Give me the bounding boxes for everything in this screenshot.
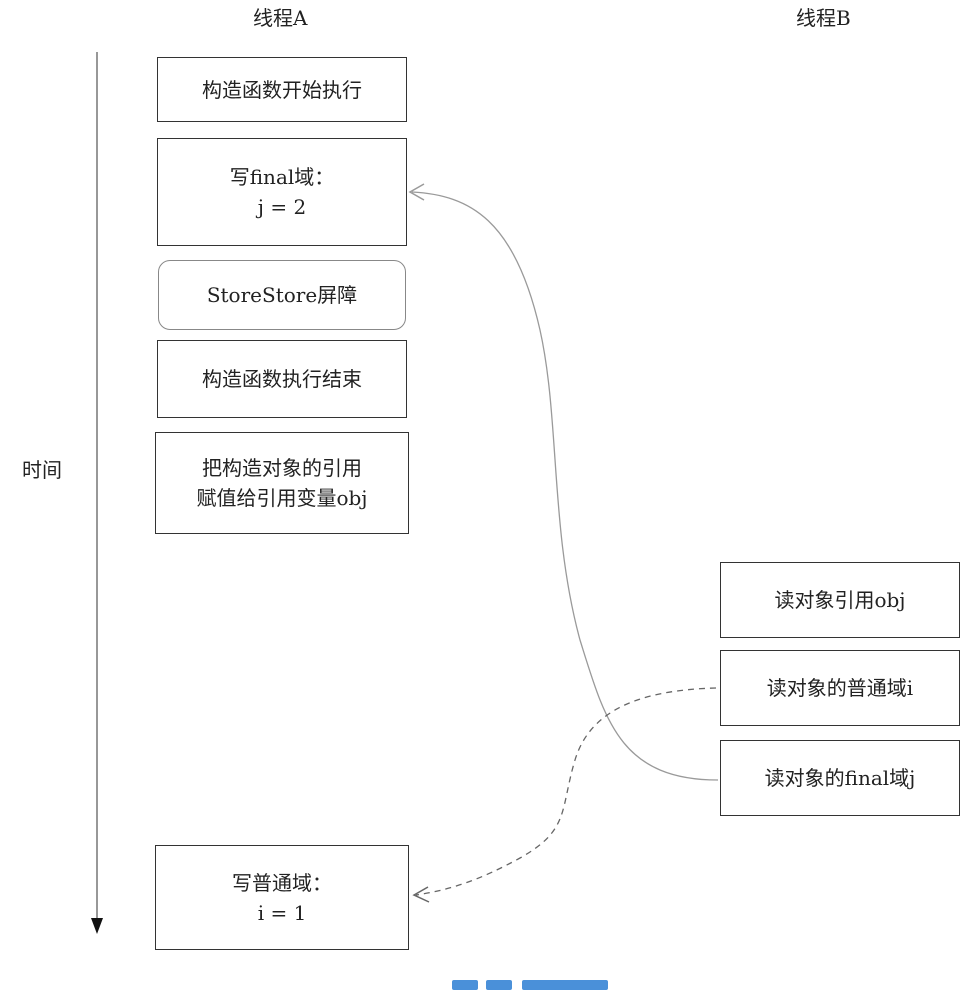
step-text: j = 2	[257, 195, 307, 219]
step-text: 写普通域：	[232, 870, 332, 895]
step-text: StoreStore屏障	[206, 283, 358, 307]
normal-field-read-arrow	[415, 687, 717, 896]
step-text: 写final域：	[229, 165, 335, 189]
thread-a-title: 线程A	[253, 6, 308, 30]
step-text: 读对象的final域j	[764, 766, 916, 790]
caption-mark	[452, 980, 478, 990]
caption-mark	[486, 980, 512, 990]
normal-field-arrowhead	[412, 886, 430, 903]
step-text: 构造函数执行结束	[202, 367, 362, 391]
step-read-normal-field: 读对象的普通域i	[720, 650, 960, 726]
final-field-arrowhead	[408, 183, 425, 201]
step-text: 读对象引用obj	[774, 588, 906, 612]
final-field-read-arrow	[411, 191, 719, 781]
step-assign-reference: 把构造对象的引用 赋值给引用变量obj	[155, 432, 409, 534]
step-write-final-field: 写final域： j = 2	[157, 138, 407, 246]
step-text: 把构造对象的引用	[202, 456, 362, 480]
step-text: 读对象的普通域i	[766, 676, 914, 700]
step-write-normal-field: 写普通域： i = 1	[155, 845, 409, 950]
step-read-final-field: 读对象的final域j	[720, 740, 960, 816]
step-text: 构造函数开始执行	[202, 77, 362, 102]
step-constructor-end: 构造函数执行结束	[157, 340, 407, 418]
step-read-reference: 读对象引用obj	[720, 562, 960, 638]
step-text: 赋值给引用变量obj	[196, 486, 368, 510]
thread-b-title: 线程B	[796, 6, 851, 30]
time-axis-label: 时间	[22, 458, 62, 482]
time-axis-arrowhead	[91, 918, 103, 934]
storestore-barrier: StoreStore屏障	[158, 260, 406, 330]
step-text: i = 1	[257, 900, 307, 925]
caption-mark	[522, 980, 608, 990]
step-constructor-start: 构造函数开始执行	[157, 57, 407, 122]
